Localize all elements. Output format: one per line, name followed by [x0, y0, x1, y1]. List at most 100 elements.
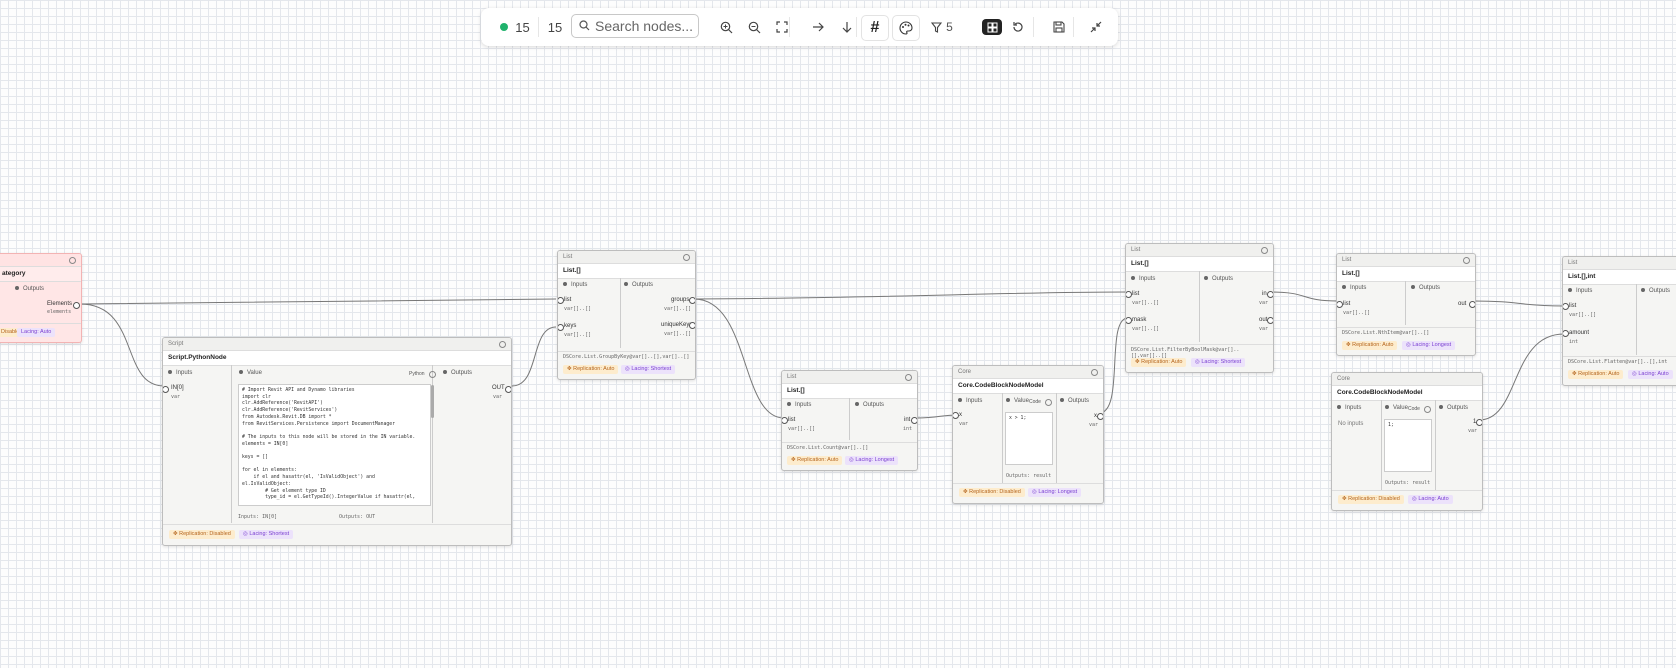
fit-view-icon[interactable]: [772, 8, 792, 46]
close-icon[interactable]: [1261, 247, 1268, 254]
lacing-label: Lacing:: [21, 329, 39, 335]
input-port[interactable]: [163, 386, 169, 393]
close-icon[interactable]: [683, 254, 690, 261]
close-icon[interactable]: [1463, 257, 1470, 264]
flatten-node[interactable]: List List.[],int Inputs Outputs list var…: [1562, 256, 1676, 386]
lacing-badge[interactable]: ◎ Lacing: Shortest: [1191, 358, 1246, 367]
count-node[interactable]: List List.[] Inputs Outputs list var[]..…: [781, 370, 918, 471]
replication-badge[interactable]: ✥ Replication: Auto: [563, 365, 619, 374]
replication-badge[interactable]: ✥ Replication: Disabled: [1338, 495, 1404, 504]
output-port[interactable]: [689, 322, 695, 329]
signature: DSCore.List.FilterByBoolMask@var[]..[],v…: [1126, 344, 1273, 361]
output-port[interactable]: [1267, 317, 1273, 324]
scrollbar[interactable]: [431, 385, 434, 418]
close-icon[interactable]: [1091, 369, 1098, 376]
output-port[interactable]: [73, 302, 80, 309]
close-icon[interactable]: [1045, 399, 1052, 406]
lacing-badge[interactable]: ◎ Lacing: Longest: [1028, 488, 1082, 497]
filter-node[interactable]: List List.[] Inputs Outputs list var[]..…: [1125, 243, 1274, 373]
close-icon[interactable]: [499, 341, 506, 348]
replication-value: Disabled: [999, 489, 1021, 495]
replication-value: Disabled: [1378, 496, 1400, 502]
code-editor[interactable]: 1;: [1384, 419, 1432, 472]
wires-count: 15: [547, 19, 563, 35]
input-port[interactable]: [953, 412, 959, 419]
output-port-label: out: [1458, 301, 1467, 307]
output-port-type: var: [1259, 300, 1269, 306]
arrow-down-icon[interactable]: [837, 8, 857, 46]
input-port[interactable]: [782, 417, 788, 424]
replication-badge[interactable]: ✥ Replication: Auto: [1342, 341, 1398, 350]
output-port[interactable]: [1267, 291, 1273, 298]
output-port[interactable]: [1476, 419, 1482, 426]
layout-toggle-icon[interactable]: [982, 19, 1002, 35]
inputs-header: Inputs: [1568, 288, 1592, 294]
refresh-icon[interactable]: [1008, 8, 1028, 46]
code-editor[interactable]: # Import Revit API and Dynamo libraries …: [238, 384, 431, 506]
code-editor[interactable]: x > 1;: [1005, 412, 1053, 465]
category-node[interactable]: ategory Outputs Elements elements Disabl…: [0, 253, 82, 343]
value-header: Value: [1385, 405, 1408, 411]
replication-label: Replication:: [1578, 371, 1607, 377]
collapse-icon[interactable]: [1086, 8, 1106, 46]
language-label: Python: [409, 371, 425, 377]
lacing-badge[interactable]: ◎ Lacing: Longest: [845, 456, 899, 465]
replication-label: Replication:: [573, 366, 602, 372]
replication-badge[interactable]: ✥ Replication: Auto: [1131, 358, 1187, 367]
lacing-label: Lacing:: [1201, 359, 1220, 365]
input-port[interactable]: [1563, 330, 1569, 337]
lacing-badge[interactable]: ◎ Lacing: Shortest: [239, 530, 294, 539]
close-icon[interactable]: [69, 257, 76, 264]
codeblock-node-2[interactable]: Core Core.CodeBlockNodeModel Inputs Valu…: [1331, 372, 1483, 511]
input-port[interactable]: [1337, 301, 1343, 308]
output-port[interactable]: [505, 386, 511, 393]
input-port[interactable]: [558, 324, 564, 331]
input-port[interactable]: [1126, 317, 1132, 324]
replication-badge[interactable]: ✥ Replication: Disabled: [959, 488, 1025, 497]
lacing-badge[interactable]: Lacing: Auto: [17, 328, 56, 337]
replication-value: Auto: [1608, 371, 1620, 377]
groupbykey-node[interactable]: List List.[] Inputs Outputs list var[]..…: [557, 250, 696, 380]
input-port[interactable]: [1126, 291, 1132, 298]
zoom-in-icon[interactable]: [716, 8, 736, 46]
output-port[interactable]: [911, 417, 917, 424]
node-title: List.[],int: [1563, 270, 1676, 285]
input-port-type: var[]..[]: [1569, 312, 1597, 318]
input-port-label: x: [959, 412, 962, 418]
search-placeholder: Search nodes...: [595, 18, 694, 34]
inputs-header: Inputs: [563, 282, 587, 288]
codeblock-node-1[interactable]: Core Core.CodeBlockNodeModel Inputs Valu…: [952, 365, 1104, 504]
output-port[interactable]: [1097, 413, 1103, 420]
arrow-right-icon[interactable]: [808, 8, 828, 46]
search-input[interactable]: Search nodes...: [571, 14, 699, 38]
replication-badge[interactable]: Disabled: [0, 328, 27, 337]
signature: DSCore.List.NthItem@var[]..[]: [1337, 327, 1475, 338]
close-icon[interactable]: [905, 374, 912, 381]
input-port[interactable]: [1563, 303, 1569, 310]
wire: [79, 303, 165, 387]
nodes-count: 15: [495, 8, 535, 46]
lacing-badge[interactable]: ◎ Lacing: Longest: [1402, 341, 1456, 350]
filter-button[interactable]: 5: [928, 8, 956, 46]
input-port[interactable]: [558, 297, 564, 304]
lacing-badge[interactable]: ◎ Lacing: Auto: [1628, 370, 1673, 379]
outputs-header: Outputs: [624, 282, 653, 288]
lacing-badge[interactable]: ◎ Lacing: Auto: [1408, 495, 1453, 504]
zoom-out-icon[interactable]: [744, 8, 764, 46]
output-port[interactable]: [1469, 301, 1475, 308]
replication-badge[interactable]: ✥ Replication: Auto: [787, 456, 843, 465]
palette-icon[interactable]: [892, 15, 920, 41]
nthitem-node[interactable]: List List.[] Inputs Outputs list var[]..…: [1336, 253, 1476, 356]
replication-badge[interactable]: ✥ Replication: Auto: [1568, 370, 1624, 379]
replication-badge[interactable]: ✥ Replication: Disabled: [169, 530, 235, 539]
grid-toggle-icon[interactable]: #: [861, 15, 889, 41]
lacing-label: Lacing:: [1038, 489, 1057, 495]
output-port-label: OUT: [492, 385, 505, 391]
input-port-type: var[]..[]: [564, 332, 592, 338]
python-node[interactable]: Script Script.PythonNode Inputs Value Py…: [162, 337, 512, 546]
save-icon[interactable]: [1049, 8, 1069, 46]
lacing-badge[interactable]: ◎ Lacing: Shortest: [621, 365, 676, 374]
output-port[interactable]: [689, 297, 695, 304]
close-icon[interactable]: [429, 371, 436, 378]
close-icon[interactable]: [1424, 406, 1431, 413]
